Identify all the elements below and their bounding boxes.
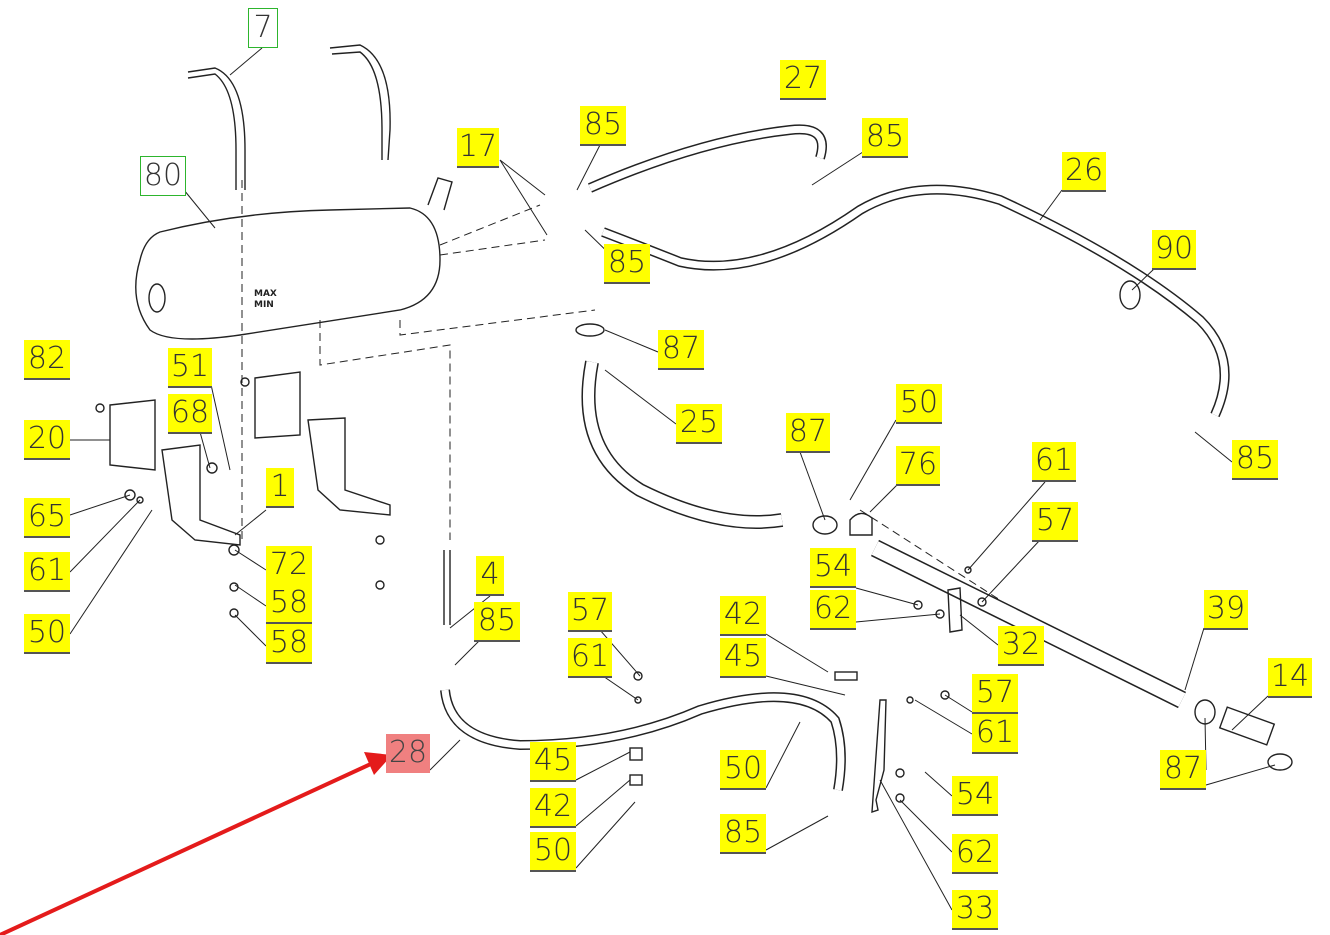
pointer-arrow xyxy=(0,760,376,935)
callout-26[interactable]: 26 xyxy=(1062,152,1106,192)
callout-76[interactable]: 76 xyxy=(896,446,940,486)
callout-45[interactable]: 45 xyxy=(530,742,576,782)
callout-14[interactable]: 14 xyxy=(1268,658,1312,698)
callout-17[interactable]: 17 xyxy=(457,128,499,168)
tank-filler-neck xyxy=(427,177,453,211)
callout-72[interactable]: 72 xyxy=(266,546,312,586)
callout-50[interactable]: 50 xyxy=(896,384,942,424)
callout-87[interactable]: 87 xyxy=(658,330,704,370)
callout-50[interactable]: 50 xyxy=(24,614,70,654)
callout-90[interactable]: 90 xyxy=(1152,230,1196,270)
pipe-4 xyxy=(443,550,451,625)
callout-42[interactable]: 42 xyxy=(720,596,766,636)
callout-25[interactable]: 25 xyxy=(676,404,722,444)
tank-max-mark: MAX xyxy=(254,289,277,299)
callout-54[interactable]: 54 xyxy=(810,548,856,588)
fasteners xyxy=(95,280,1293,803)
callout-54[interactable]: 54 xyxy=(952,776,998,816)
callout-42[interactable]: 42 xyxy=(530,788,576,828)
hose-25-inner xyxy=(583,360,783,528)
bracket-20 xyxy=(109,399,156,471)
callout-87[interactable]: 87 xyxy=(1160,750,1206,790)
callout-57[interactable]: 57 xyxy=(568,592,612,632)
pointer-arrowhead xyxy=(364,752,392,775)
callout-85[interactable]: 85 xyxy=(604,244,650,284)
hose-28-inner xyxy=(441,689,845,791)
callout-7[interactable]: 7 xyxy=(248,8,278,48)
strap-left xyxy=(187,67,246,190)
bracket-33 xyxy=(871,699,887,813)
callout-51[interactable]: 51 xyxy=(168,348,212,388)
callout-58[interactable]: 58 xyxy=(266,624,312,664)
callout-80[interactable]: 80 xyxy=(140,156,186,196)
callout-4[interactable]: 4 xyxy=(476,556,504,596)
callout-57[interactable]: 57 xyxy=(1032,502,1078,542)
callout-82[interactable]: 82 xyxy=(24,340,70,380)
callout-61[interactable]: 61 xyxy=(972,714,1018,754)
bracket-1-right xyxy=(307,417,391,516)
callout-20[interactable]: 20 xyxy=(24,420,70,460)
sleeve-14 xyxy=(1218,706,1276,746)
callout-39[interactable]: 39 xyxy=(1204,590,1248,630)
callout-33[interactable]: 33 xyxy=(952,890,998,930)
leader-lines xyxy=(69,47,1276,911)
pipe-39-inner xyxy=(871,541,1186,707)
callout-85[interactable]: 85 xyxy=(720,814,766,854)
bracket-1-left xyxy=(161,444,241,546)
callout-62[interactable]: 62 xyxy=(952,834,998,874)
tank-end-cap xyxy=(148,283,166,313)
callout-61[interactable]: 61 xyxy=(568,638,612,678)
callout-50[interactable]: 50 xyxy=(720,750,766,790)
bracket-right-plate xyxy=(254,371,301,439)
callout-85[interactable]: 85 xyxy=(580,106,626,146)
assembly-guides xyxy=(241,180,1001,601)
callout-85[interactable]: 85 xyxy=(862,118,908,158)
callout-27[interactable]: 27 xyxy=(780,60,826,100)
callout-61[interactable]: 61 xyxy=(24,552,70,592)
callout-57[interactable]: 57 xyxy=(972,674,1018,714)
callout-28-highlighted[interactable]: 28 xyxy=(386,734,430,773)
callout-85[interactable]: 85 xyxy=(1232,440,1278,480)
callout-87[interactable]: 87 xyxy=(786,413,830,453)
callout-58[interactable]: 58 xyxy=(266,584,312,624)
callout-61[interactable]: 61 xyxy=(1032,442,1076,482)
expansion-tank xyxy=(135,207,441,340)
callout-62[interactable]: 62 xyxy=(810,590,856,630)
callout-85[interactable]: 85 xyxy=(474,602,520,642)
hose-27-inner xyxy=(588,125,826,192)
callout-45[interactable]: 45 xyxy=(720,638,766,678)
callout-50[interactable]: 50 xyxy=(530,832,576,872)
hose-26 xyxy=(601,184,1230,418)
bracket-32 xyxy=(947,587,963,633)
tank-min-mark: MIN xyxy=(254,300,274,310)
callout-68[interactable]: 68 xyxy=(168,394,212,434)
callout-32[interactable]: 32 xyxy=(998,626,1044,666)
strap-right xyxy=(329,44,391,161)
callout-65[interactable]: 65 xyxy=(24,498,70,538)
callout-1[interactable]: 1 xyxy=(266,468,294,508)
hose-26-inner xyxy=(601,186,1229,417)
